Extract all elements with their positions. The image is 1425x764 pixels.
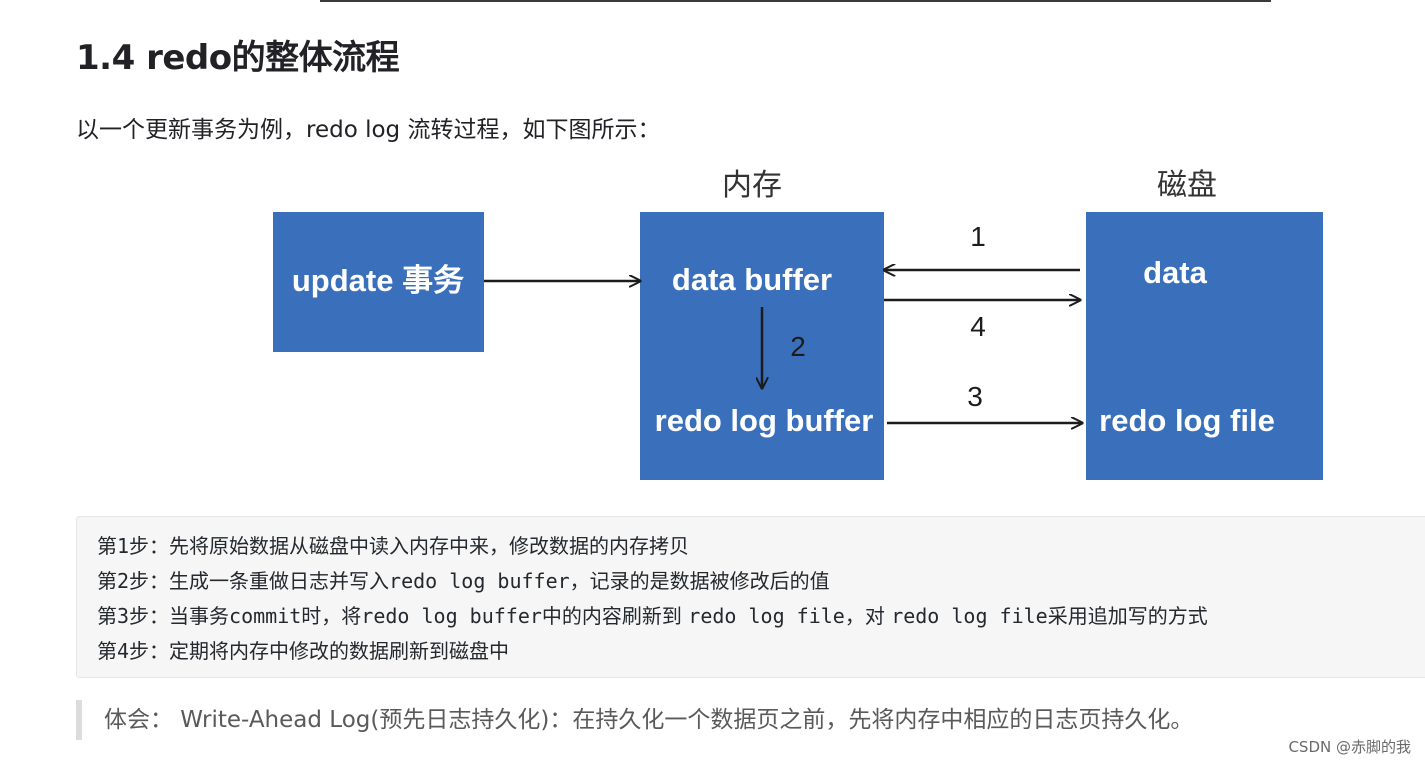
data-label: data xyxy=(1143,255,1208,290)
disk-box xyxy=(1086,212,1323,480)
section-heading: 1.4 redo的整体流程 xyxy=(76,38,400,78)
blockquote: 体会： Write-Ahead Log(预先日志持久化)：在持久化一个数据页之前… xyxy=(76,700,1276,740)
data-buffer-label: data buffer xyxy=(672,262,832,297)
update-transaction-box xyxy=(273,212,484,352)
step2-number: 2 xyxy=(790,331,806,362)
redo-log-file-label: redo log file xyxy=(1099,403,1275,438)
csdn-watermark: CSDN @赤脚的我 xyxy=(1288,738,1411,756)
step-line-2: 第2步：生成一条重做日志并写入redo log buffer，记录的是数据被修改… xyxy=(97,569,830,593)
memory-label: 内存 xyxy=(722,168,782,203)
redo-flow-diagram: 内存 磁盘 update 事务 data buffer redo log buf… xyxy=(273,168,1323,480)
steps-code-block: 第1步：先将原始数据从磁盘中读入内存中来，修改数据的内存拷贝 第2步：生成一条重… xyxy=(76,516,1425,678)
step4-number: 4 xyxy=(970,311,986,342)
step1-number: 1 xyxy=(970,221,986,252)
redo-log-buffer-label: redo log buffer xyxy=(655,403,874,438)
intro-paragraph: 以一个更新事务为例，redo log 流转过程，如下图所示： xyxy=(76,117,661,143)
quote-text: 体会： Write-Ahead Log(预先日志持久化)：在持久化一个数据页之前… xyxy=(104,707,1194,733)
top-divider xyxy=(320,0,1271,2)
step3-number: 3 xyxy=(967,381,983,412)
disk-label: 磁盘 xyxy=(1157,168,1217,203)
update-transaction-label: update 事务 xyxy=(292,263,464,298)
step-line-4: 第4步：定期将内存中修改的数据刷新到磁盘中 xyxy=(97,639,510,663)
step-line-3: 第3步：当事务commit时，将redo log buffer中的内容刷新到 r… xyxy=(97,604,1208,628)
step-line-1: 第1步：先将原始数据从磁盘中读入内存中来，修改数据的内存拷贝 xyxy=(97,534,690,558)
